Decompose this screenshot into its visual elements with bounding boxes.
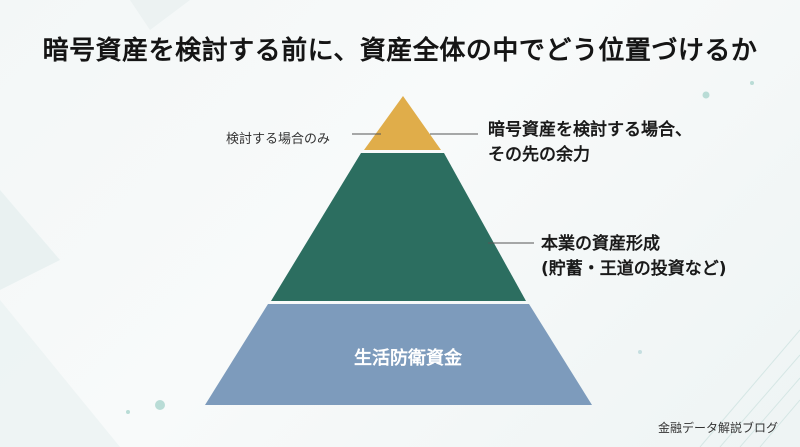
top-tier-label: 暗号資産を検討する場合、 その先の余力 [488,118,692,168]
bg-lines-right [699,329,800,447]
bg-dot-4 [126,410,130,414]
middle-tier-label-line1: 本業の資産形成 [541,234,660,254]
bg-dot-5 [638,350,642,354]
middle-tier-label: 本業の資産形成 (貯蓄・王道の投資など) [541,232,727,282]
bg-shape-top [130,0,190,30]
page-title: 暗号資産を検討する前に、資産全体の中でどう位置づけるか [42,36,758,66]
bg-shape-bottom-left [0,300,120,447]
bg-dot-3 [155,400,165,410]
top-tier-side-note: 検討する場合のみ [226,132,331,147]
middle-tier-label-line2: (貯蓄・王道の投資など) [541,259,727,279]
pyramid-tier-base [205,304,592,405]
top-tier-label-line1: 暗号資産を検討する場合、 [488,120,692,140]
bg-shape-left [0,190,60,290]
pyramid-tier-middle [271,153,526,301]
bg-dot-1 [702,91,710,99]
pyramid-tier-top [364,96,441,150]
bg-dot-2 [750,81,754,85]
base-tier-label: 生活防衛資金 [354,348,462,369]
top-tier-label-line2: その先の余力 [488,145,590,165]
footer-brand: 金融データ解説ブログ [657,421,778,435]
